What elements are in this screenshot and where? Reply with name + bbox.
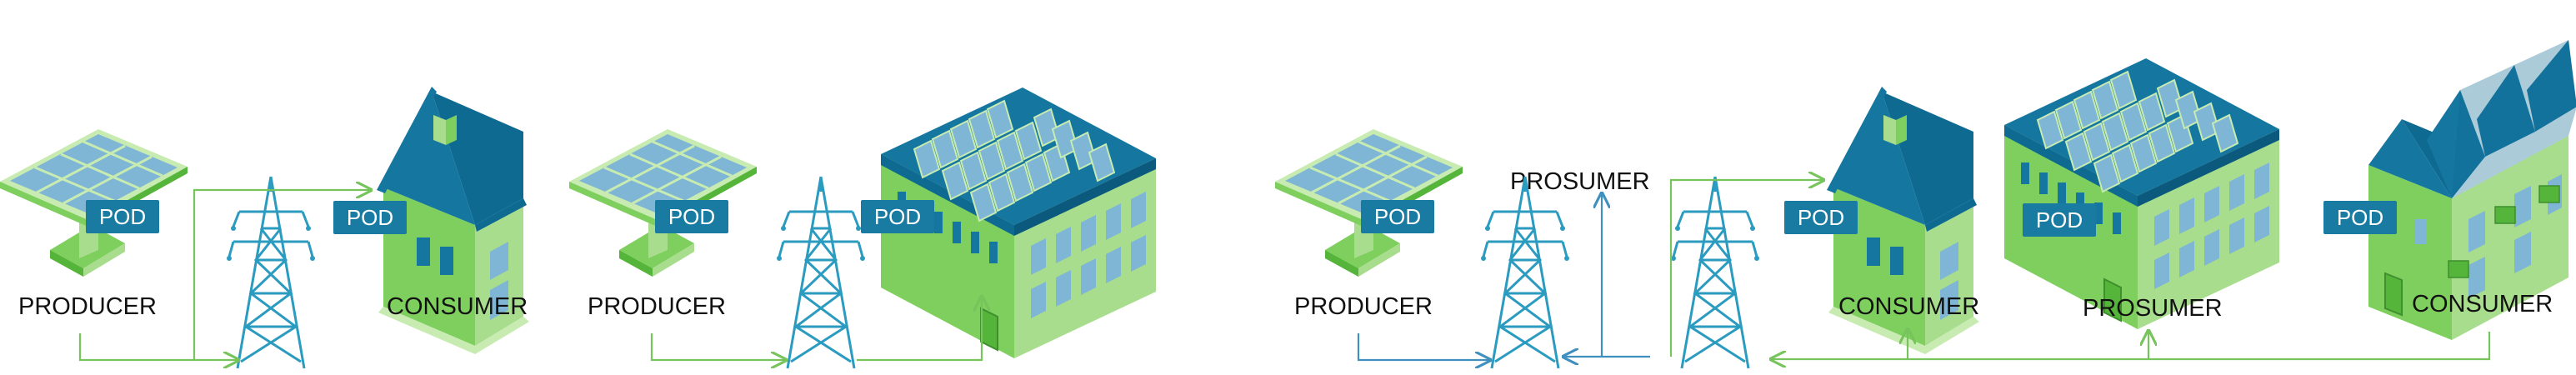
svg-text:POD: POD [2036, 208, 2083, 232]
pod-badge: POD [86, 200, 159, 233]
flow-arrow [857, 297, 982, 362]
pod-badge: POD [861, 200, 934, 233]
scenario-1: POD PRODUCER POD CONSUMER [0, 87, 529, 370]
producer-label: PRODUCER [588, 293, 726, 320]
pod-badge: POD [2323, 201, 2397, 234]
svg-text:POD: POD [1798, 205, 1844, 230]
consumer-label: CONSUMER [2412, 291, 2553, 318]
svg-text:POD: POD [874, 204, 921, 229]
flow-arrow [78, 333, 238, 360]
flow-arrow [193, 190, 371, 360]
svg-text:POD: POD [1374, 204, 1421, 229]
pod-badge: POD [2023, 203, 2096, 237]
solar-building-icon [2003, 58, 2280, 330]
flow-arrow [1771, 332, 2491, 359]
svg-text:POD: POD [99, 204, 146, 229]
pod-badge: POD [1784, 201, 1858, 234]
pod-badge: POD [655, 200, 728, 233]
scenario-3: POD PRODUCER PROSUMER POD CONSUMER POD P… [1273, 39, 2576, 370]
transmission-tower-icon [225, 175, 317, 370]
transmission-tower-icon [1669, 175, 1761, 370]
scenario-2: POD PRODUCER POD [568, 87, 1157, 370]
flow-arrow [1669, 180, 1823, 357]
transmission-tower-icon [775, 175, 867, 370]
flow-arrow [650, 333, 786, 360]
pod-badge: POD [333, 201, 407, 234]
producer-label: PRODUCER [1294, 293, 1433, 320]
flow-arrow [1357, 333, 1490, 360]
prosumer-label: PROSUMER [2083, 295, 2223, 322]
svg-text:POD: POD [668, 204, 715, 229]
consumer-label: CONSUMER [1838, 293, 1979, 320]
svg-text:POD: POD [2337, 205, 2383, 230]
prosumer-label: PROSUMER [1510, 168, 1650, 195]
pod-badge: POD [1361, 200, 1434, 233]
producer-label: PRODUCER [18, 293, 157, 320]
consumer-label: CONSUMER [387, 293, 528, 320]
transmission-tower-icon [1479, 175, 1571, 370]
svg-text:POD: POD [347, 205, 393, 230]
